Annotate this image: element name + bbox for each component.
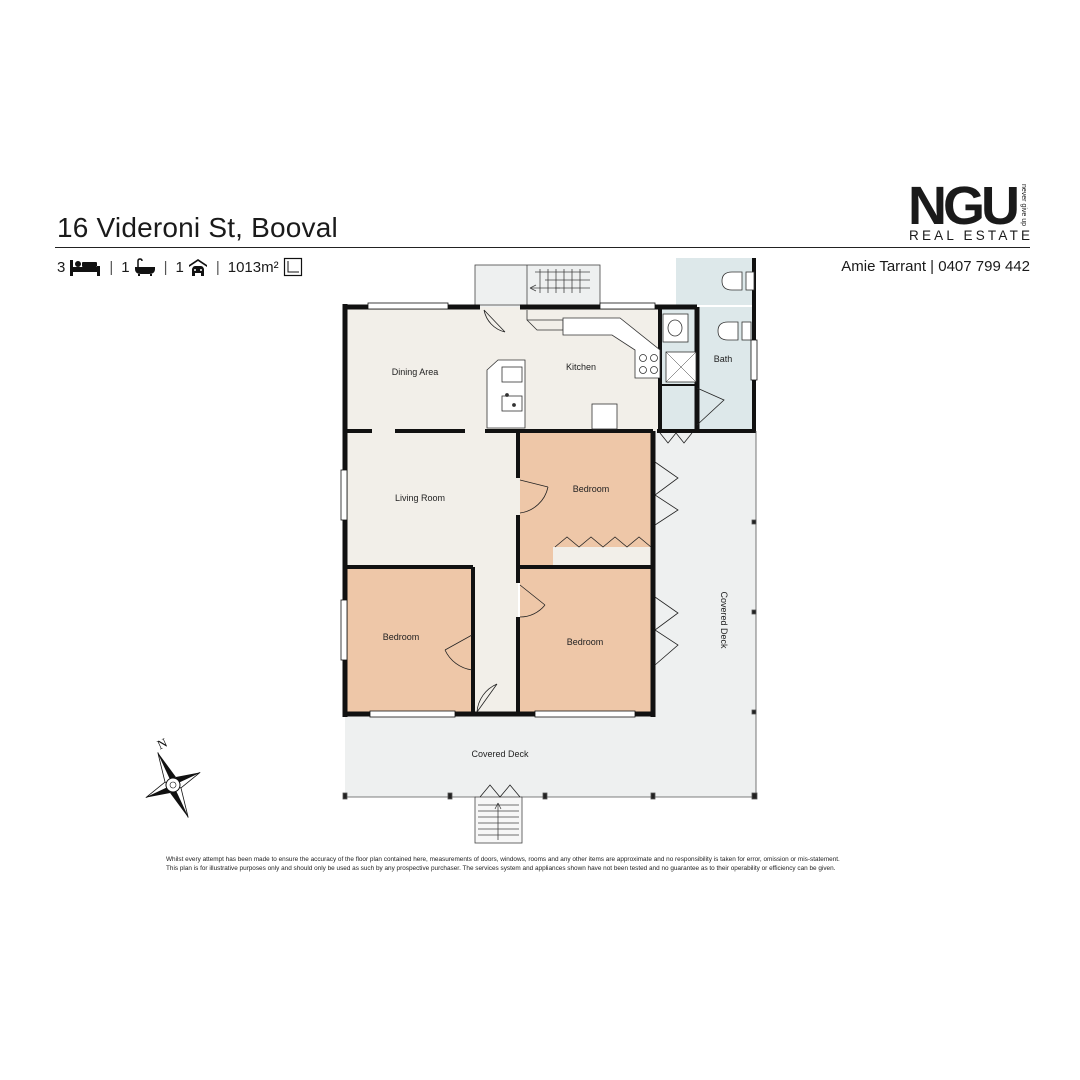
room-label-bedroom-2: Bedroom [383, 632, 420, 642]
disclaimer-line-1: Whilst every attempt has been made to en… [166, 856, 840, 863]
room-label-bedroom-1: Bedroom [573, 484, 610, 494]
hallway-fill [473, 567, 518, 714]
bedroom-2-fill [345, 567, 473, 714]
disclaimer: Whilst every attempt has been made to en… [166, 855, 946, 873]
garage-count: 1 [175, 258, 184, 276]
room-label-bedroom-3: Bedroom [567, 637, 604, 647]
property-address: 16 Videroni St, Booval [57, 212, 338, 243]
logo-subtitle: REAL ESTATE [909, 228, 1034, 243]
disclaimer-line-2: This plan is for illustrative purposes o… [166, 865, 836, 872]
back-landing-fill [475, 265, 600, 307]
stat-separator: | [215, 258, 220, 276]
bath-fixtures [662, 271, 755, 383]
doors [444, 309, 725, 798]
wardrobe-fill [553, 547, 651, 565]
garage-icon [188, 258, 208, 276]
room-label-front-deck: Covered Deck [471, 749, 529, 759]
land-area: 1013m² [227, 258, 279, 276]
bedroom-1-fill [520, 431, 653, 567]
land-area-icon [283, 257, 303, 277]
deck-railing [342, 431, 758, 800]
room-label-dining: Dining Area [392, 367, 439, 377]
windows [340, 302, 758, 718]
side-deck-fill [655, 431, 756, 797]
bathroom-count: 1 [121, 258, 130, 276]
room-label-bath: Bath [714, 354, 733, 364]
bath-icon [134, 258, 156, 276]
room-label-kitchen: Kitchen [566, 362, 596, 372]
compass-rose-icon [145, 752, 201, 818]
room-label-living: Living Room [395, 493, 445, 503]
front-stairs [474, 796, 523, 844]
stat-separator: | [109, 258, 114, 276]
header-divider [55, 247, 1030, 248]
logo-tagline: never give up [1020, 184, 1027, 227]
logo-wordmark: NGU [908, 176, 1020, 236]
property-stats: 3 | 1 | 1 | 1013m² [57, 256, 303, 278]
compass-north-label: N [155, 735, 170, 753]
stat-separator: | [163, 258, 168, 276]
bed-icon [69, 258, 101, 276]
toilet-annex-fill [676, 258, 756, 305]
kitchen-fixtures [486, 310, 661, 430]
living-room-fill [345, 431, 520, 567]
front-deck-fill [345, 714, 655, 797]
bedroom-3-fill [520, 567, 653, 714]
bedroom-count: 3 [57, 258, 66, 276]
room-label-side-deck: Covered Deck [719, 591, 729, 649]
agent-contact: Amie Tarrant | 0407 799 442 [841, 258, 1030, 275]
